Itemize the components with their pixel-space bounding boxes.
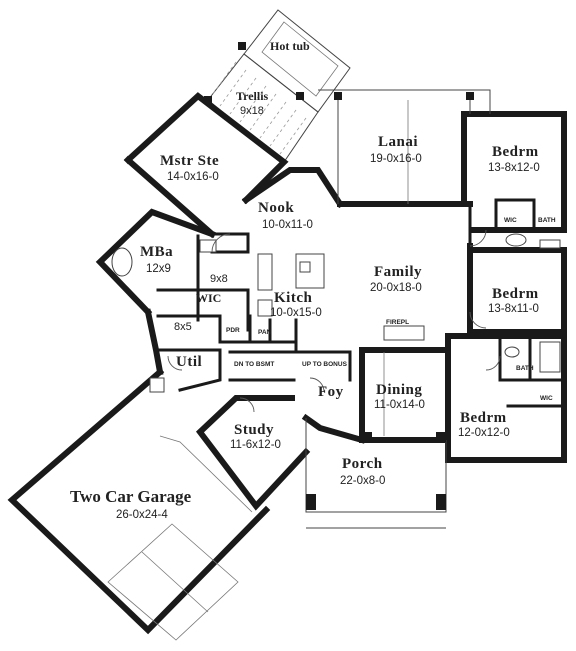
kitchen-label: Kitch	[274, 290, 312, 306]
wic-bed1-label: WIC	[504, 217, 517, 224]
nook-label: Nook	[258, 200, 294, 216]
wic-master-label: WIC	[196, 291, 221, 305]
nook-size: 10-0x11-0	[262, 219, 313, 231]
bedroom-2-label: Bedrm	[492, 286, 539, 302]
bath-fixtures	[111, 233, 561, 393]
wic-bed3-label: WIC	[540, 395, 553, 402]
master-bath-size: 12x9	[146, 263, 171, 275]
kitchen-size: 10-0x15-0	[270, 307, 322, 319]
porch-size: 22-0x8-0	[340, 475, 385, 487]
bedroom-2-size: 13-8x11-0	[488, 303, 539, 315]
room-labels: Hot tub Trellis 9x18 Mstr Ste 14-0x16-0 …	[70, 39, 556, 521]
porch	[305, 418, 447, 529]
bedroom-3-size: 12-0x12-0	[458, 427, 510, 439]
closet-9x8-size: 9x8	[210, 273, 228, 285]
family-label: Family	[374, 264, 422, 280]
family-size: 20-0x18-0	[370, 282, 422, 294]
lanai-size: 19-0x16-0	[370, 153, 422, 165]
down-to-basement-label: DN TO BSMT	[234, 361, 274, 368]
pantry-label: PAN	[258, 329, 272, 336]
exterior-walls	[7, 92, 567, 635]
bedroom-1-size: 13-8x12-0	[488, 162, 540, 174]
trellis-label: Trellis	[236, 89, 269, 103]
porch-label: Porch	[342, 456, 383, 472]
bedroom-3-label: Bedrm	[460, 410, 507, 426]
fireplace-label: FIREPL	[386, 319, 409, 326]
lanai	[318, 89, 491, 204]
hot-tub-label: Hot tub	[270, 39, 310, 53]
lanai-label: Lanai	[378, 134, 418, 150]
bath-bed1-label: BATH	[538, 217, 556, 224]
garage-size: 26-0x24-4	[116, 509, 168, 521]
master-bath-label: MBa	[140, 244, 173, 260]
powder-label: PDR	[226, 327, 240, 334]
garage-details	[107, 435, 253, 641]
dining-label: Dining	[376, 382, 422, 398]
bedroom-1-label: Bedrm	[492, 144, 539, 160]
trellis-size: 9x18	[240, 105, 264, 117]
closet-8x5-size: 8x5	[174, 321, 192, 333]
master-suite-size: 14-0x16-0	[167, 171, 219, 183]
study-label: Study	[234, 422, 274, 438]
master-suite-label: Mstr Ste	[160, 153, 219, 169]
garage-label: Two Car Garage	[70, 487, 192, 506]
dining-size: 11-0x14-0	[374, 399, 425, 411]
study-size: 11-6x12-0	[230, 439, 281, 451]
bath-bed3-label: BATH	[516, 365, 534, 372]
up-to-bonus-label: UP TO BONUS	[302, 361, 348, 368]
kitchen-fixtures	[257, 253, 325, 317]
doors	[167, 229, 501, 413]
interior-walls	[150, 198, 566, 436]
foyer-label: Foy	[318, 384, 344, 400]
utility-label: Util	[176, 354, 202, 370]
